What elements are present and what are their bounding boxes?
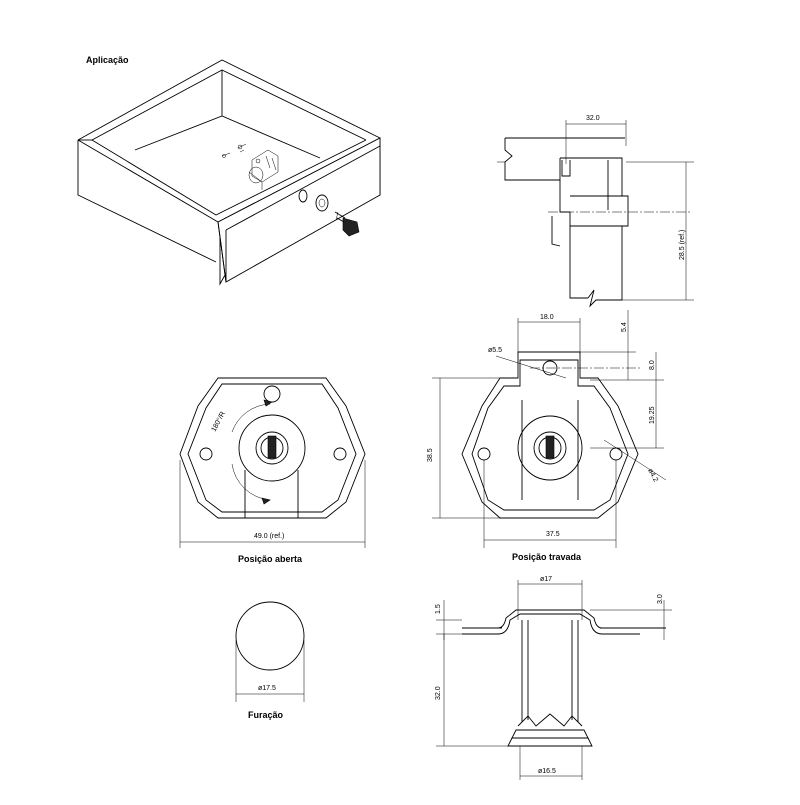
dim-locked-top-width: 18.0 bbox=[540, 314, 554, 321]
dim-locked-offset-hole: 8.0 bbox=[649, 360, 656, 370]
dim-locked-total-height: 38.5 bbox=[427, 448, 434, 462]
dim-locked-offset-top: 5.4 bbox=[621, 322, 628, 332]
dim-locked-center-height: 19.25 bbox=[649, 406, 656, 424]
dim-drill-diameter: ø17.5 bbox=[258, 685, 276, 692]
dim-side-height: 28.5 (ref.) bbox=[679, 230, 686, 260]
dim-open-width: 49.0 (ref.) bbox=[254, 533, 284, 540]
dim-bottom-plate: 1.5 bbox=[435, 604, 442, 614]
side-view: 32.0 28.5 (ref.) bbox=[497, 115, 694, 308]
dim-side-width: 32.0 bbox=[586, 115, 600, 122]
drilling-title: Furação bbox=[248, 710, 284, 720]
open-position-title: Posição aberta bbox=[238, 554, 303, 564]
dim-bottom-body-length: 32.0 bbox=[435, 686, 442, 700]
drilling-view: ø17.5 Furação bbox=[235, 601, 305, 720]
dim-bottom-flange-diameter: ø17 bbox=[540, 576, 552, 583]
dim-locked-small-hole: ø5.5 bbox=[488, 347, 502, 354]
locked-position-title: Posição travada bbox=[512, 552, 582, 562]
dim-open-rotation: 180°/R bbox=[210, 410, 227, 433]
bottom-section-view: ø17 1.5 32.0 3.0 ø16.5 bbox=[435, 576, 672, 780]
dim-locked-hole-spacing: 37.5 bbox=[546, 531, 560, 538]
dim-locked-side-hole: ø4.2 bbox=[646, 468, 659, 484]
open-position-view: 180°/R 49.0 (ref.) Posição aberta bbox=[179, 377, 366, 564]
dim-bottom-base-diameter: ø16.5 bbox=[538, 768, 556, 775]
application-view: Aplicação bbox=[77, 55, 381, 286]
locked-position-view: 18.0 ø5.5 5.4 8.0 19.25 ø4.2 38.5 37.5 P… bbox=[427, 310, 667, 562]
dim-bottom-flange-height: 3.0 bbox=[657, 594, 664, 604]
lock-parts-illustration bbox=[221, 143, 360, 237]
application-title: Aplicação bbox=[86, 55, 129, 65]
